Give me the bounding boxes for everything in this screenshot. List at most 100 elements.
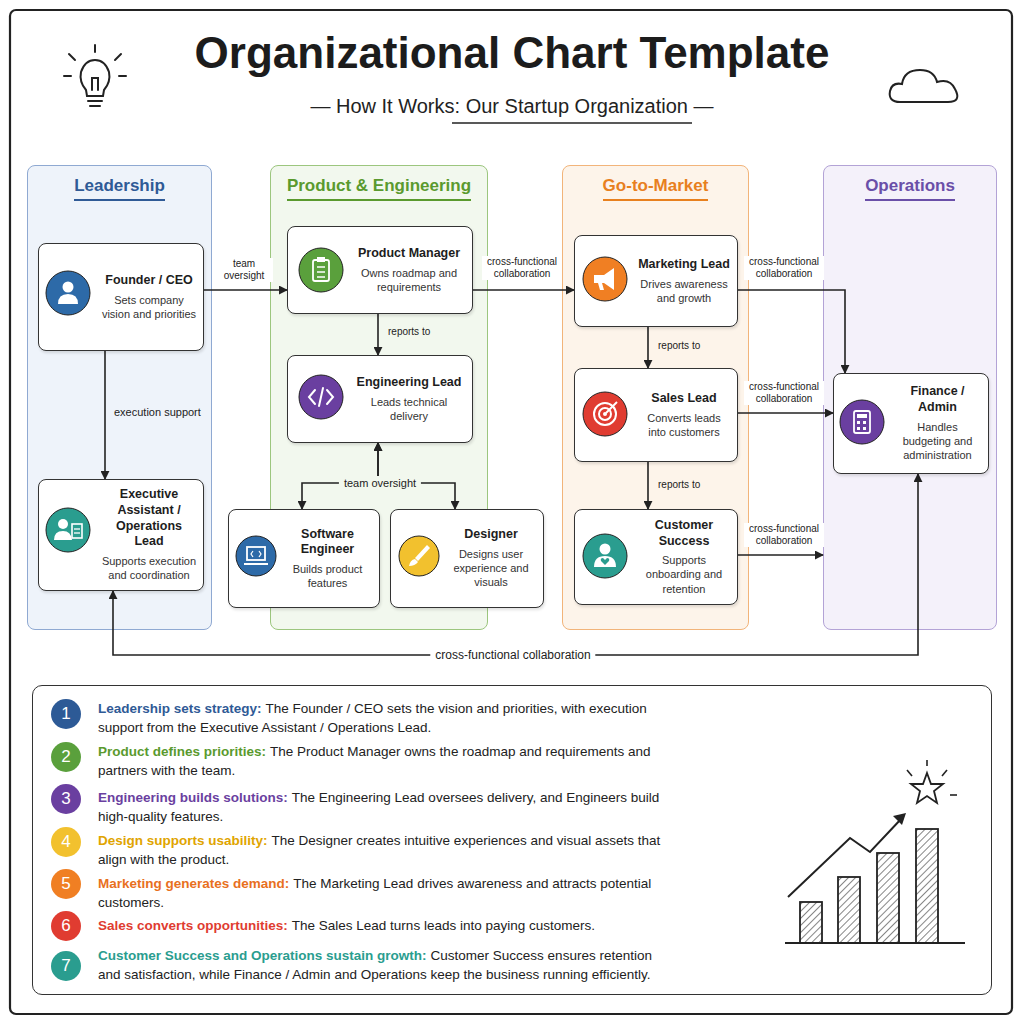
role-title: Software Engineer xyxy=(282,527,373,558)
callout-number-text: 5 xyxy=(61,874,70,894)
step-heading: Design supports usability: xyxy=(98,833,268,848)
step-description: Product defines priorities:The Product M… xyxy=(98,743,668,780)
callout-number-text: 1 xyxy=(61,704,70,724)
ceo-icon xyxy=(46,271,90,315)
graphic-part xyxy=(313,260,329,281)
connector-label: execution support xyxy=(112,405,203,419)
graphic-part xyxy=(863,427,866,430)
role-box: Marketing LeadDrives awareness and growt… xyxy=(574,235,738,327)
connector-label: cross-functional collaboration xyxy=(482,256,562,280)
graphic-part xyxy=(594,556,616,567)
connector xyxy=(473,289,574,291)
connector xyxy=(738,554,823,556)
department-heading: Leadership xyxy=(74,176,165,201)
page-border xyxy=(10,10,1012,1014)
connector xyxy=(647,462,649,509)
graphic-part xyxy=(58,519,68,529)
graphic-part xyxy=(857,421,860,424)
graphic-part xyxy=(69,54,75,60)
graphic-part xyxy=(594,403,616,425)
graphic-part xyxy=(415,545,430,561)
role-text: Software EngineerBuilds product features xyxy=(282,527,373,591)
graphic-part xyxy=(92,78,98,90)
role-description: Builds product features xyxy=(282,562,373,591)
graphic-part xyxy=(81,60,110,96)
graphic-part xyxy=(409,559,418,566)
step-heading: Customer Success and Operations sustain … xyxy=(98,948,427,963)
connector-label: cross-functional collaboration xyxy=(744,256,824,280)
graphic-part xyxy=(115,54,121,60)
step-heading: Leadership sets strategy: xyxy=(98,701,262,716)
role-description: Supports onboarding and retention xyxy=(637,553,731,596)
graphic-part xyxy=(907,770,912,776)
role-box: Customer SuccessSupports onboarding and … xyxy=(574,509,738,605)
graphic-part xyxy=(838,877,860,943)
graphic-part xyxy=(942,770,947,776)
connector-label: reports to xyxy=(386,326,432,338)
department-band: Product & EngineeringProduct ManagerOwns… xyxy=(270,165,488,630)
graphic-part xyxy=(601,558,610,565)
role-text: Founder / CEOSets company vision and pri… xyxy=(101,273,197,321)
diagram-title: Organizational Chart Template xyxy=(0,28,1024,78)
callout-number-text: 6 xyxy=(61,916,70,936)
graphic-part xyxy=(247,547,265,560)
graphic-part xyxy=(54,531,72,540)
graphic-part xyxy=(64,75,71,77)
connector-label: cross-functional collaboration xyxy=(744,523,824,547)
graphic-part xyxy=(317,266,325,268)
role-text: Sales LeadConverts leads into customers xyxy=(637,391,731,439)
graphic-part xyxy=(603,412,607,416)
role-text: Customer SuccessSupports onboarding and … xyxy=(637,518,731,596)
role-title: Product Manager xyxy=(352,246,466,262)
connector xyxy=(738,412,833,414)
callout-number: 7 xyxy=(51,951,81,981)
step-heading: Engineering builds solutions: xyxy=(98,790,288,805)
graphic-part xyxy=(58,294,78,304)
callout-number: 6 xyxy=(51,911,81,941)
role-description: Owns roadmap and requirements xyxy=(352,266,466,295)
graphic-part xyxy=(317,257,325,262)
callout-number-text: 3 xyxy=(61,789,70,809)
graphic-part xyxy=(599,408,611,420)
role-text: Product ManagerOwns roadmap and requirem… xyxy=(352,246,466,294)
graphic-part xyxy=(46,508,90,552)
department-heading: Product & Engineering xyxy=(287,176,471,201)
graphic-part xyxy=(583,392,627,436)
graphic-part xyxy=(598,283,604,290)
legend-panel: Leadership sets strategy:The Founder / C… xyxy=(32,685,992,995)
connector-label: cross-functional collaboration xyxy=(744,381,824,405)
graphic-part xyxy=(63,282,74,293)
role-box: Executive Assistant / Operations LeadSup… xyxy=(38,479,204,591)
department-heading: Operations xyxy=(865,176,955,201)
subtitle: — How It Works: Our Startup Organization… xyxy=(0,95,1024,118)
role-box: DesignerDesigns user experience and visu… xyxy=(390,509,544,608)
graphic-part xyxy=(46,271,90,315)
step-description: Leadership sets strategy:The Founder / C… xyxy=(98,700,668,737)
graphic-part xyxy=(606,402,617,413)
callout-number: 1 xyxy=(51,699,81,729)
support-icon xyxy=(583,534,627,578)
callout-number: 5 xyxy=(51,869,81,899)
calculator-icon xyxy=(840,400,884,444)
role-description: Leads technical delivery xyxy=(352,395,466,424)
role-title: Finance / Admin xyxy=(893,384,982,415)
role-box: Product ManagerOwns roadmap and requirem… xyxy=(287,226,473,314)
growth-chart-illustration xyxy=(785,760,965,943)
role-description: Sets company vision and priorities xyxy=(101,293,197,322)
connector xyxy=(647,327,649,368)
role-box: Software EngineerBuilds product features xyxy=(228,509,380,608)
graphic-part xyxy=(399,536,439,576)
step-heading: Product defines priorities: xyxy=(98,744,266,759)
connector xyxy=(377,314,379,355)
role-description: Drives awareness and growth xyxy=(637,277,731,306)
megaphone-icon xyxy=(583,257,627,301)
graphic-part xyxy=(299,375,343,419)
role-description: Handles budgeting and administration xyxy=(893,420,982,463)
step-description: Sales converts opportunities:The Sales L… xyxy=(98,917,668,936)
connector xyxy=(738,290,845,373)
graphic-part xyxy=(74,528,80,529)
role-title: Sales Lead xyxy=(637,391,731,407)
callout-number: 2 xyxy=(51,742,81,772)
role-title: Executive Assistant / Operations Lead xyxy=(101,487,197,550)
graphic-part xyxy=(236,536,276,576)
